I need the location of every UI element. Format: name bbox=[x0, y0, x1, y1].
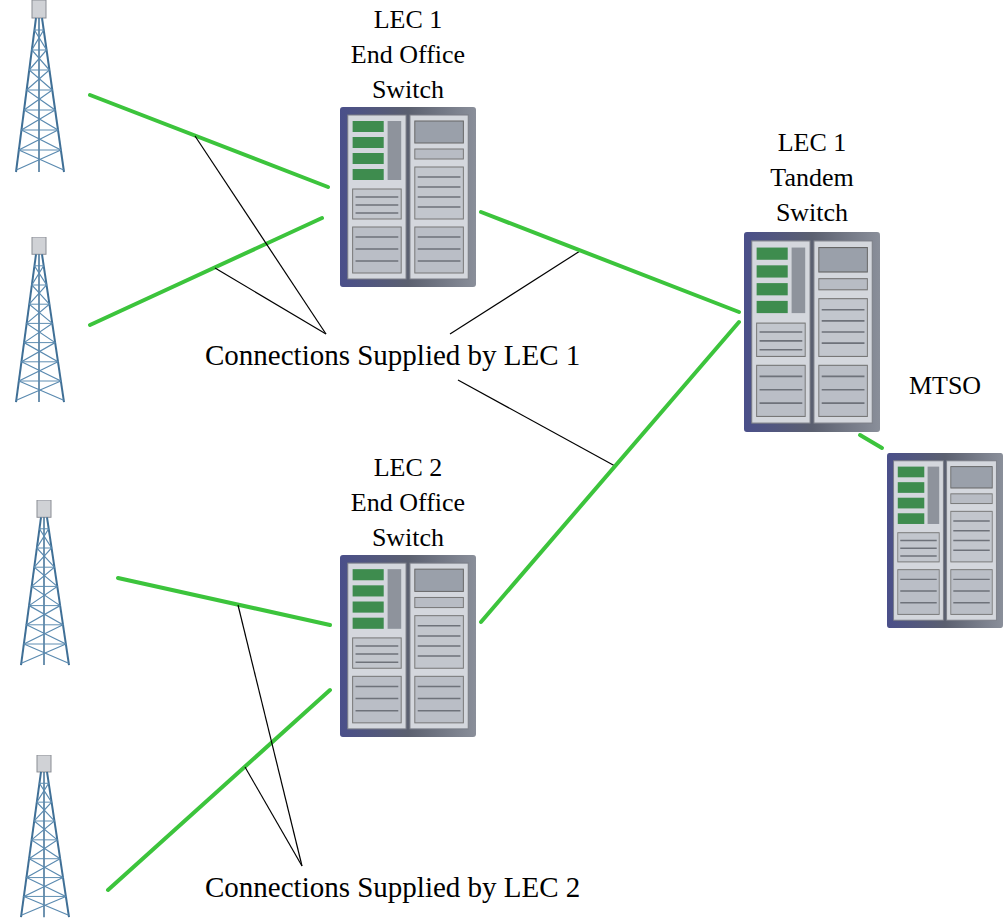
switch-node: LEC 2 End Office Switch bbox=[335, 450, 481, 740]
switch-label: LEC 2 End Office Switch bbox=[335, 450, 481, 555]
switch-label: LEC 1 Tandem Switch bbox=[739, 125, 885, 230]
tower-link bbox=[90, 95, 330, 890]
switch-node: MTSO bbox=[882, 368, 1007, 630]
connection-note: Connections Supplied by LEC 1 bbox=[203, 338, 582, 373]
trunk-link bbox=[860, 435, 882, 448]
switch-node: LEC 1 End Office Switch bbox=[335, 2, 481, 292]
switch-cabinet bbox=[340, 107, 1003, 737]
switch-label: LEC 1 End Office Switch bbox=[335, 2, 481, 107]
connection-note: Connections Supplied by LEC 2 bbox=[203, 870, 582, 905]
switch-label: MTSO bbox=[882, 368, 1007, 403]
leader-line bbox=[195, 136, 615, 866]
cell-tower bbox=[16, 0, 69, 917]
switch-node: LEC 1 Tandem Switch bbox=[739, 125, 885, 435]
trunk-link bbox=[481, 212, 739, 312]
